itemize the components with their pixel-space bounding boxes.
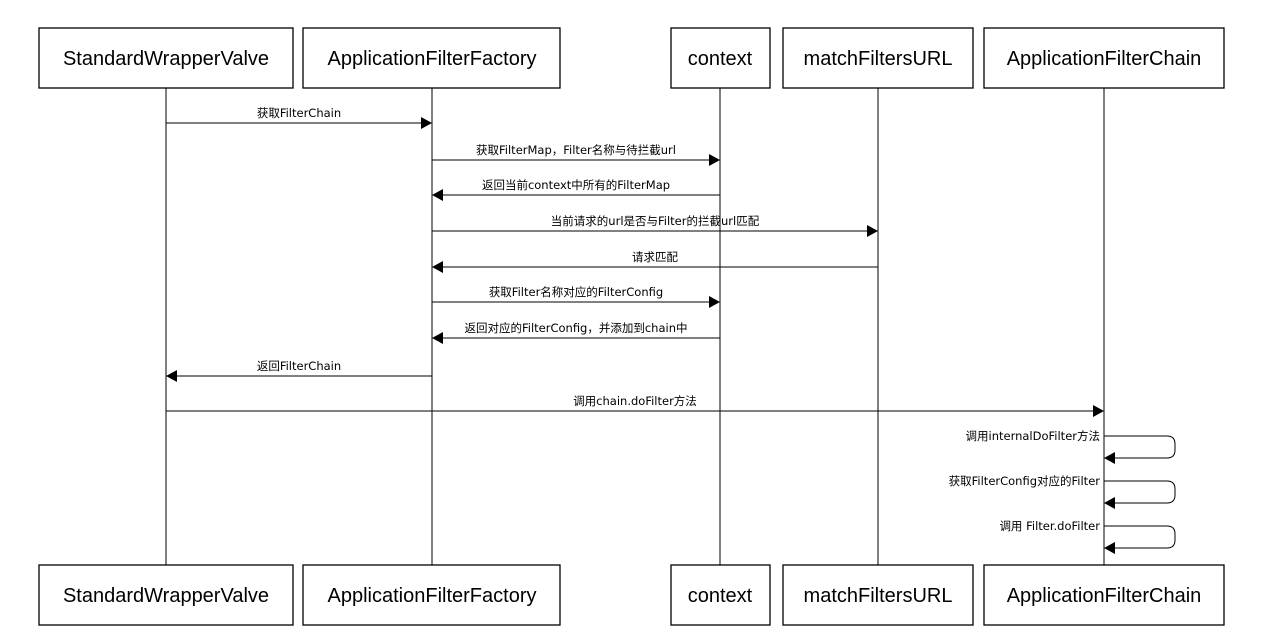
arrowhead	[432, 189, 443, 201]
message-label: 返回FilterChain	[257, 359, 341, 373]
message-1: 获取FilterChain	[166, 106, 432, 129]
participant-label: matchFiltersURL	[804, 48, 953, 70]
message-11: 获取FilterConfig对应的Filter	[949, 474, 1176, 509]
bottom-participant-boxes: StandardWrapperValve ApplicationFilterFac…	[38, 564, 1225, 626]
arrowhead	[709, 154, 720, 166]
message-5: 请求匹配	[432, 250, 878, 273]
participant-label: ApplicationFilterFactory	[328, 48, 537, 70]
message-10: 调用internalDoFilter方法	[966, 429, 1176, 464]
message-3: 返回当前context中所有的FilterMap	[432, 178, 720, 201]
participant-box-top-mfu: matchFiltersURL	[782, 27, 974, 89]
participant-label: matchFiltersURL	[804, 585, 953, 607]
message-label: 返回对应的FilterConfig，并添加到chain中	[464, 321, 687, 335]
message-label: 获取Filter名称对应的FilterConfig	[489, 285, 663, 299]
arrowhead	[1104, 542, 1115, 554]
message-label: 获取FilterChain	[257, 106, 341, 120]
message-label: 调用 Filter.doFilter	[999, 519, 1100, 533]
messages: 获取FilterChain 获取FilterMap，Filter名称与待拦截url…	[166, 106, 1176, 554]
participant-box-top-aff: ApplicationFilterFactory	[302, 27, 561, 89]
arrowhead	[432, 261, 443, 273]
participant-box-bottom-mfu: matchFiltersURL	[782, 564, 974, 626]
participant-box-bottom-ctx: context	[670, 564, 771, 626]
participant-box-top-ctx: context	[670, 27, 771, 89]
message-8: 返回FilterChain	[166, 359, 432, 382]
arrowhead	[1093, 405, 1104, 417]
message-4: 当前请求的url是否与Filter的拦截url匹配	[432, 214, 878, 237]
top-participant-boxes: StandardWrapperValve ApplicationFilterFac…	[38, 27, 1225, 89]
participant-label: context	[688, 585, 753, 607]
participant-box-top-afc: ApplicationFilterChain	[983, 27, 1225, 89]
message-label: 返回当前context中所有的FilterMap	[482, 178, 670, 192]
lifelines	[165, 88, 1105, 565]
participant-label: ApplicationFilterChain	[1007, 585, 1202, 607]
participant-label: ApplicationFilterChain	[1007, 48, 1202, 70]
message-label: 获取FilterConfig对应的Filter	[949, 474, 1101, 488]
message-6: 获取Filter名称对应的FilterConfig	[432, 285, 720, 308]
arrowhead	[432, 332, 443, 344]
participant-label: StandardWrapperValve	[63, 585, 269, 607]
message-label: 当前请求的url是否与Filter的拦截url匹配	[551, 214, 760, 228]
arrowhead	[421, 117, 432, 129]
message-7: 返回对应的FilterConfig，并添加到chain中	[432, 321, 720, 344]
arrowhead	[709, 296, 720, 308]
arrowhead	[1104, 497, 1115, 509]
participant-box-bottom-swv: StandardWrapperValve	[38, 564, 294, 626]
message-12: 调用 Filter.doFilter	[999, 519, 1176, 554]
message-9: 调用chain.doFilter方法	[166, 394, 1104, 417]
participant-label: ApplicationFilterFactory	[328, 585, 537, 607]
participant-box-top-swv: StandardWrapperValve	[38, 27, 294, 89]
participant-box-bottom-aff: ApplicationFilterFactory	[302, 564, 561, 626]
participant-box-bottom-afc: ApplicationFilterChain	[983, 564, 1225, 626]
participant-label: StandardWrapperValve	[63, 48, 269, 70]
message-label: 调用chain.doFilter方法	[573, 394, 697, 408]
message-label: 调用internalDoFilter方法	[966, 429, 1101, 443]
arrowhead	[166, 370, 177, 382]
arrowhead	[867, 225, 878, 237]
message-label: 获取FilterMap，Filter名称与待拦截url	[476, 143, 676, 157]
participant-label: context	[688, 48, 753, 70]
message-2: 获取FilterMap，Filter名称与待拦截url	[432, 143, 720, 166]
arrowhead	[1104, 452, 1115, 464]
message-label: 请求匹配	[632, 250, 678, 264]
